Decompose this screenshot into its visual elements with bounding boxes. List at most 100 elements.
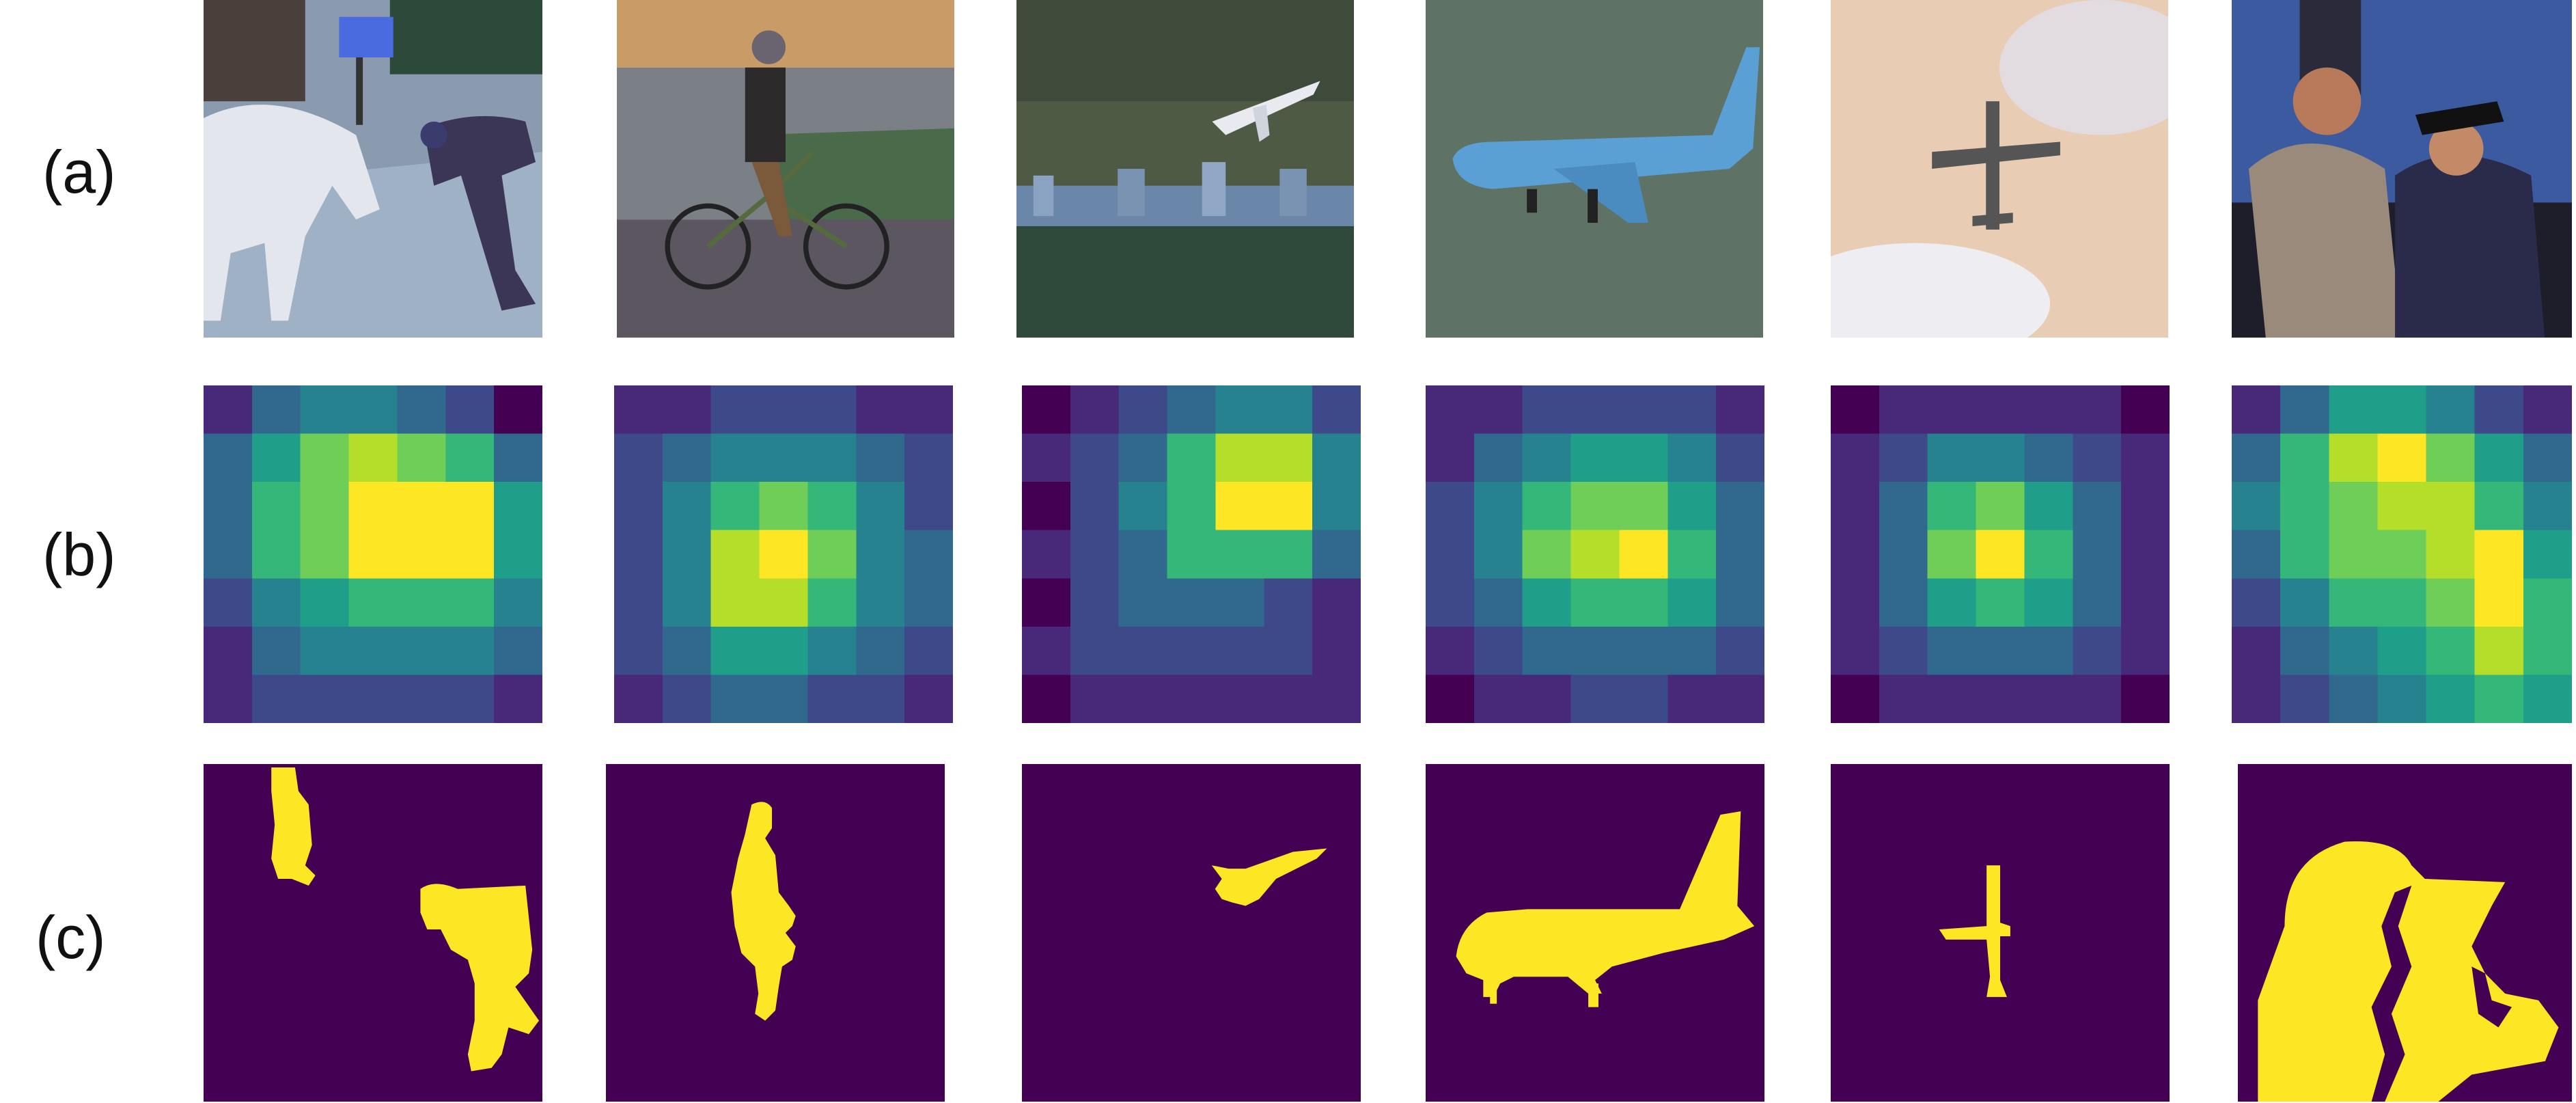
heatmap-cell: [397, 626, 447, 676]
heatmap-cell: [251, 675, 302, 723]
heatmap-cell: [1312, 578, 1361, 628]
heatmap-cell: [251, 433, 302, 483]
heatmap-cell: [1473, 675, 1524, 723]
heatmap-cell: [2024, 626, 2074, 676]
heatmap-cell: [494, 385, 542, 435]
heatmap-cell: [2073, 433, 2122, 483]
heatmap-cell: [2280, 578, 2330, 628]
mask-propeller-plane: [1831, 764, 2170, 1102]
heatmap-cell: [662, 433, 712, 483]
heatmap-air-france-airliner: [1426, 385, 1764, 723]
heatmap-cell: [1118, 482, 1168, 532]
heatmap-cell: [1976, 578, 2025, 628]
heatmap-cell: [2474, 675, 2525, 723]
heatmap-cell: [2377, 385, 2427, 435]
heatmap-cell: [494, 675, 542, 723]
heatmap-cell: [1976, 530, 2025, 580]
heatmap-cell: [856, 385, 906, 435]
heatmap-cell: [2474, 482, 2525, 532]
heatmap-cell: [1264, 385, 1314, 435]
heatmap-cell: [2121, 530, 2170, 580]
heatmap-cell: [2329, 626, 2379, 676]
heatmap-cell: [1619, 482, 1669, 532]
heatmap-cell: [1976, 626, 2025, 676]
heatmap-cell: [2329, 675, 2379, 723]
heatmap-cell: [856, 530, 906, 580]
heatmap-cell: [2232, 433, 2282, 483]
heatmap-cell: [1167, 578, 1217, 628]
row-label-c: (c): [36, 903, 106, 971]
heatmap-cell: [904, 626, 953, 676]
heatmap-cell: [300, 626, 350, 676]
heatmap-cell: [1215, 578, 1265, 628]
heatmap-cell: [2024, 482, 2074, 532]
heatmap-cell: [614, 433, 664, 483]
heatmap-cell: [445, 433, 495, 483]
heatmap-cell: [1215, 626, 1265, 676]
heatmap-cell: [2232, 626, 2282, 676]
heatmap-cell: [2523, 482, 2572, 532]
heatmap-cell: [1118, 675, 1168, 723]
heatmap-cell: [1312, 433, 1361, 483]
heatmap-cell: [1264, 530, 1314, 580]
heatmap-cell: [1426, 675, 1476, 723]
heatmap-cell: [614, 530, 664, 580]
photo-propeller-plane-in-clouds: [1831, 0, 2168, 338]
heatmap-cell: [1716, 578, 1764, 628]
heatmap-cell: [1522, 675, 1572, 723]
heatmap-cell: [1473, 433, 1524, 483]
heatmap-person-on-bicycle: [614, 385, 953, 723]
heatmap-cell: [614, 675, 664, 723]
heatmap-cell: [1619, 530, 1669, 580]
heatmap-cell: [300, 385, 350, 435]
heatmap-cell: [1570, 626, 1620, 676]
heatmap-cell: [1022, 482, 1072, 532]
heatmap-cell: [710, 482, 760, 532]
heatmap-cell: [1716, 626, 1764, 676]
heatmap-cell: [445, 530, 495, 580]
heatmap-cell: [1976, 675, 2025, 723]
heatmap-cell: [251, 578, 302, 628]
heatmap-cell: [1570, 385, 1620, 435]
heatmap-cell: [1927, 385, 1977, 435]
heatmap-cell: [1831, 675, 1881, 723]
heatmap-cell: [2121, 675, 2170, 723]
heatmap-cell: [1264, 675, 1314, 723]
heatmap-cell: [1426, 482, 1476, 532]
heatmap-cell: [1879, 578, 1929, 628]
heatmap-cell: [1927, 626, 1977, 676]
heatmap-cell: [348, 385, 398, 435]
heatmap-cell: [1070, 482, 1120, 532]
heatmap-cell: [856, 482, 906, 532]
heatmap-cell: [397, 675, 447, 723]
heatmap-cell: [807, 626, 857, 676]
heatmap-cell: [1118, 433, 1168, 483]
heatmap-cell: [904, 530, 953, 580]
heatmap-cell: [1619, 578, 1669, 628]
heatmap-cell: [2073, 385, 2122, 435]
heatmap-cell: [1927, 482, 1977, 532]
heatmap-cell: [1473, 482, 1524, 532]
heatmap-cell: [2073, 530, 2122, 580]
heatmap-cell: [348, 626, 398, 676]
heatmap-cell: [2280, 385, 2330, 435]
heatmap-cell: [1215, 385, 1265, 435]
heatmap-cell: [1215, 675, 1265, 723]
heatmap-cell: [494, 578, 542, 628]
heatmap-cell: [1264, 482, 1314, 532]
heatmap-cell: [1312, 482, 1361, 532]
heatmap-cell: [710, 675, 760, 723]
heatmap-cell: [614, 578, 664, 628]
heatmap-cell: [1426, 433, 1476, 483]
heatmap-cell: [1022, 675, 1072, 723]
heatmap-cell: [251, 482, 302, 532]
heatmap-cell: [904, 433, 953, 483]
heatmap-cell: [2280, 482, 2330, 532]
heatmap-cell: [494, 530, 542, 580]
heatmap-cell: [1976, 433, 2025, 483]
heatmap-cell: [1879, 482, 1929, 532]
heatmap-cell: [2426, 482, 2476, 532]
heatmap-cell: [300, 578, 350, 628]
heatmap-cell: [1667, 482, 1717, 532]
heatmap-cell: [710, 385, 760, 435]
